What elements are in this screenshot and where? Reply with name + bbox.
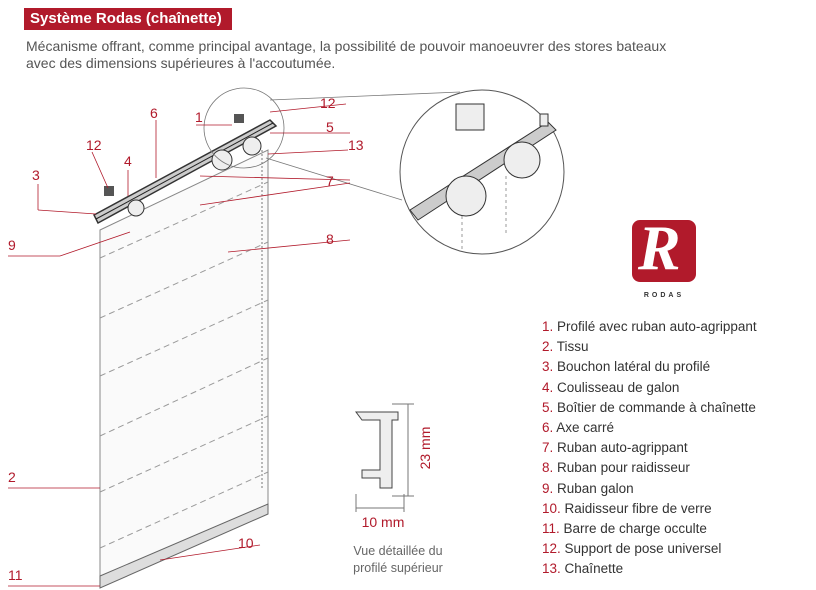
callout-5: 5	[326, 119, 334, 135]
intro-line-2: avec des dimensions supérieures à l'acco…	[26, 55, 336, 71]
callout-10: 10	[238, 535, 254, 551]
legend-item: 1. Profilé avec ruban auto-agrippant	[542, 319, 757, 334]
intro-line-1: Mécanisme offrant, comme principal avant…	[26, 38, 667, 54]
zoom-detail	[409, 103, 557, 250]
legend-item: 11. Barre de charge occulte	[542, 521, 707, 537]
control-box	[211, 149, 233, 171]
callout-4: 4	[124, 153, 132, 169]
profile-width-label: 10 mm	[362, 514, 405, 530]
callout-1: 1	[195, 109, 203, 125]
callout-7: 7	[326, 173, 334, 189]
support-bracket	[234, 114, 244, 123]
callout-13: 13	[348, 137, 364, 153]
rodas-logo: R	[632, 220, 696, 282]
control-box	[127, 199, 145, 217]
profile-section	[355, 403, 414, 512]
legend-item: 5. Boîtier de commande à chaînette	[542, 399, 756, 415]
intro-text: Mécanisme offrant, comme principal avant…	[26, 38, 806, 72]
legend-item: 6. Axe carré	[542, 420, 615, 436]
callout-2: 2	[8, 469, 16, 485]
logo-brand: RODAS	[643, 292, 685, 299]
support-bracket	[104, 186, 114, 196]
legend-item: 7. Ruban auto-agrippant	[542, 440, 688, 456]
callout-numbers: 1 2 3 4 5 6 7 8 9 10 11 12 12 13	[8, 95, 364, 583]
callout-11: 11	[8, 567, 23, 583]
control-box	[242, 136, 262, 156]
profile-caption-line-1: Vue détaillée du	[353, 544, 443, 558]
callout-8: 8	[326, 231, 334, 247]
legend-item: 4. Coulisseau de galon	[542, 379, 680, 395]
profile-caption: Vue détaillée du profilé supérieur	[328, 543, 468, 577]
legend-item: 2. Tissu	[542, 339, 589, 355]
legend-item: 9. Ruban galon	[542, 480, 634, 496]
stiffener-lines	[99, 181, 269, 549]
legend-item: 13. Chaînette	[542, 561, 624, 577]
callout-6: 6	[150, 105, 158, 121]
legend-item: 10. Raidisseur fibre de verre	[542, 500, 712, 516]
callout-12b: 12	[86, 137, 102, 153]
section-title: Système Rodas (chaînette)	[24, 8, 232, 30]
parts-legend: 1. Profilé avec ruban auto-agrippant 2. …	[542, 317, 757, 580]
profile-caption-line-2: profilé supérieur	[353, 561, 443, 575]
logo-letter: R	[638, 220, 681, 282]
bottom-bar	[99, 503, 269, 589]
callout-9: 9	[8, 237, 16, 253]
leader-lines	[8, 103, 351, 587]
legend-item: 3. Bouchon latéral du profilé	[542, 359, 711, 375]
callout-12: 12	[320, 95, 336, 111]
legend-item: 8. Ruban pour raidisseur	[542, 460, 690, 476]
profile-height-label: 23 mm	[417, 427, 433, 470]
legend-item: 12. Support de pose universel	[542, 541, 722, 557]
callout-3: 3	[32, 167, 40, 183]
